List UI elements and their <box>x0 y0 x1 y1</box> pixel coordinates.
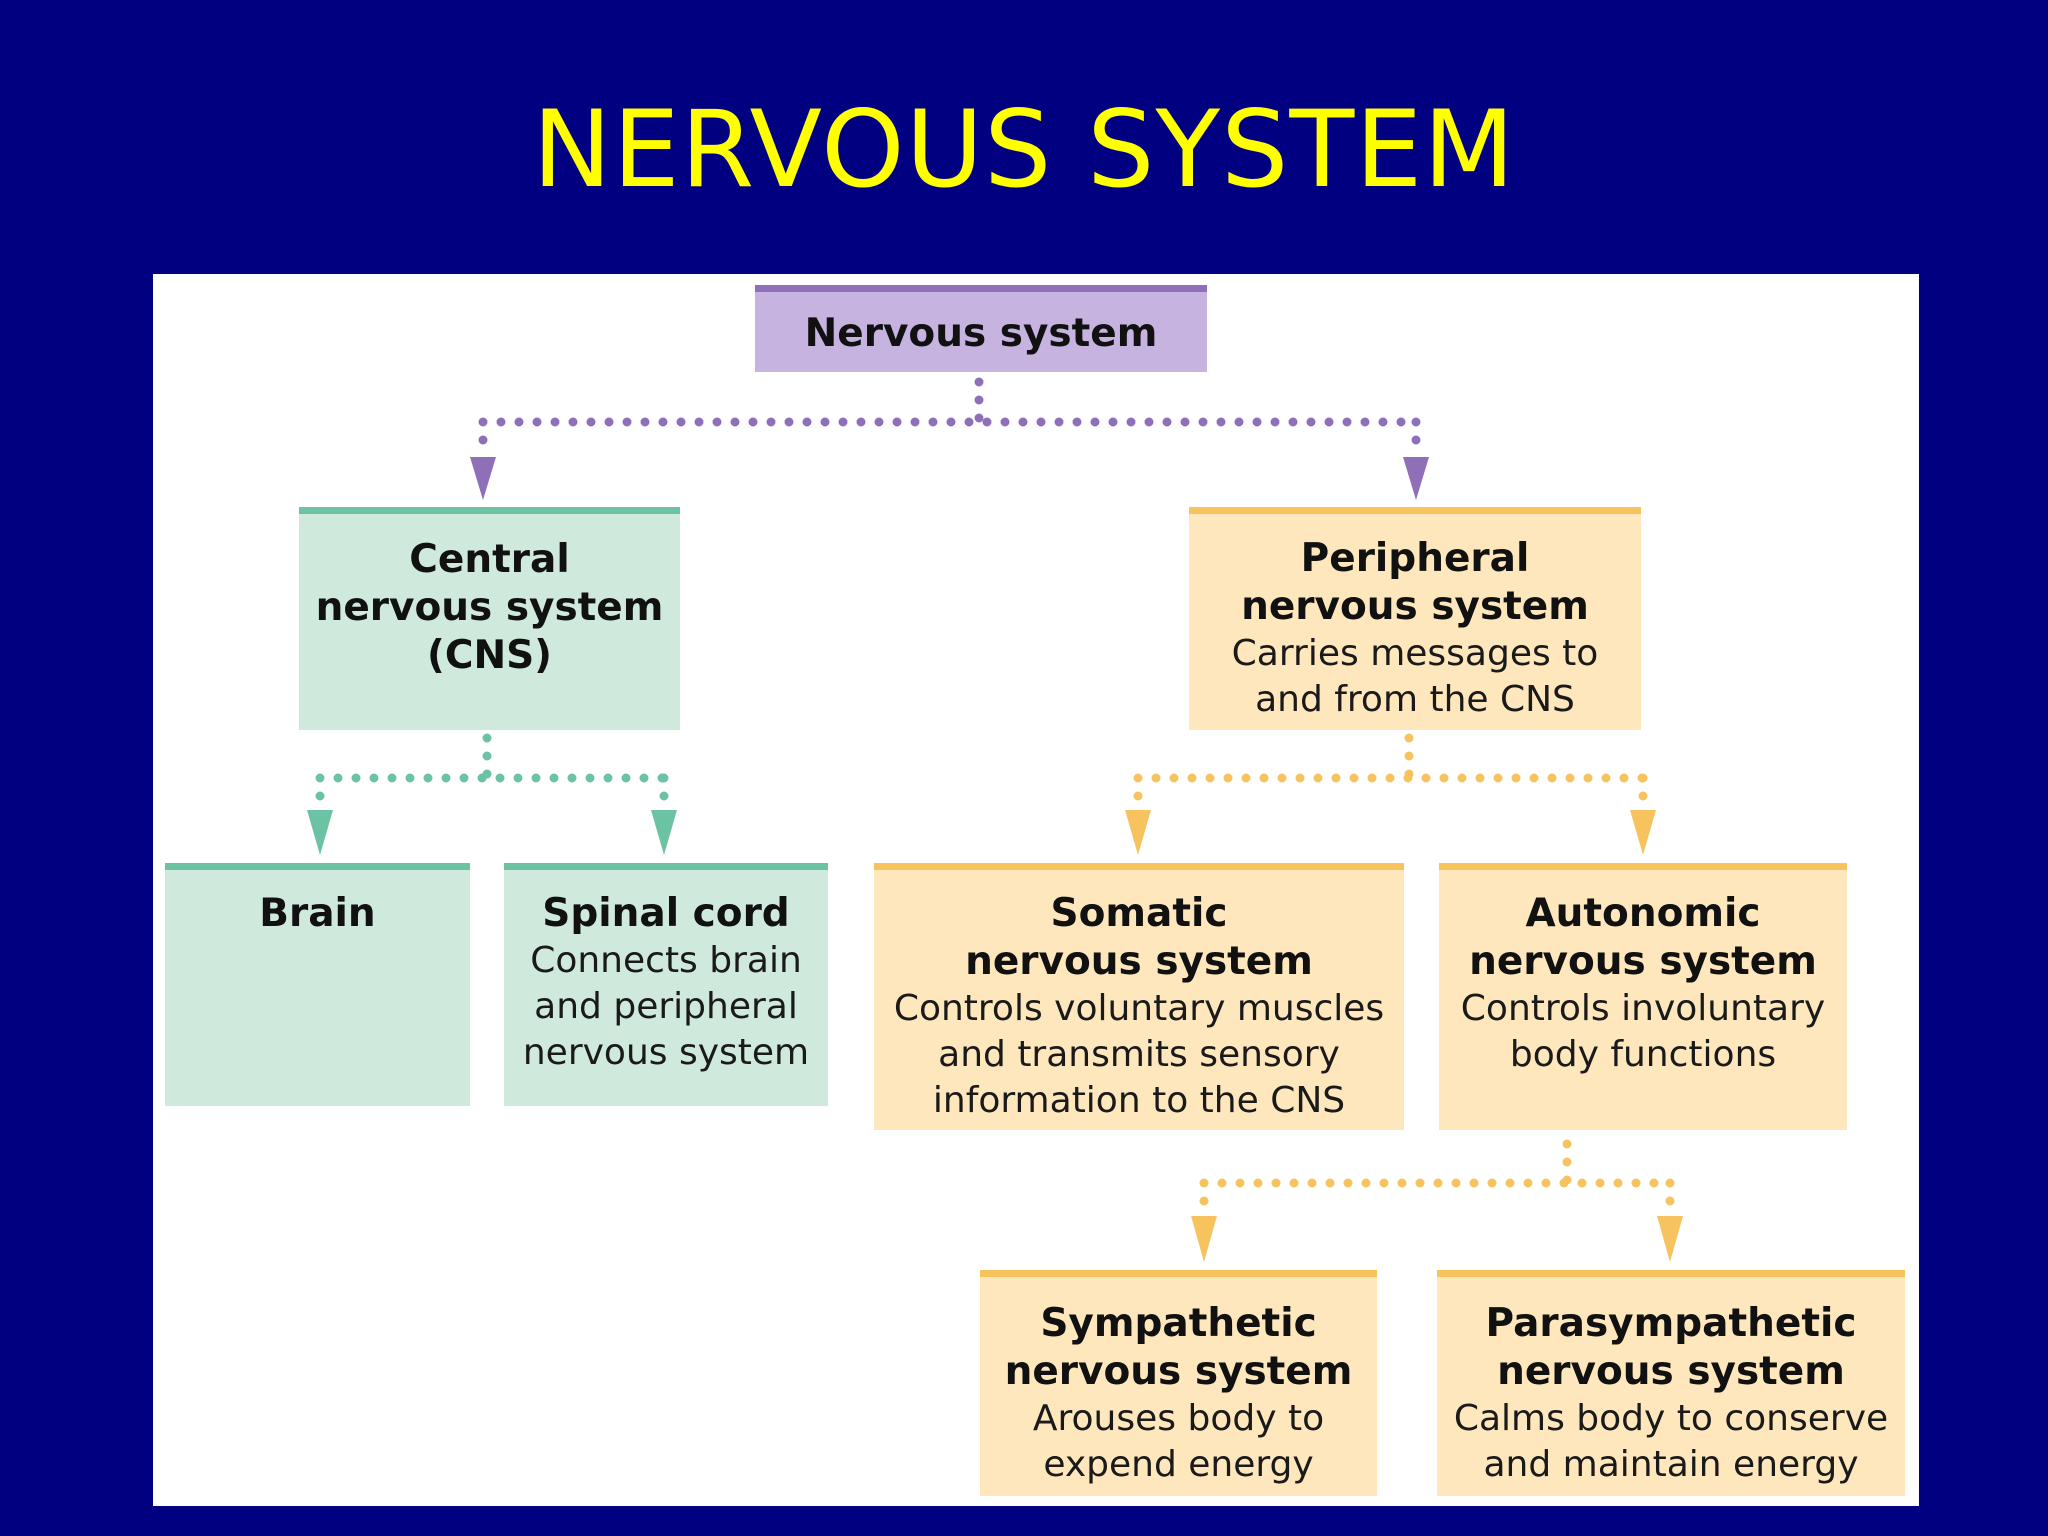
node-somatic-nervous-system: Somatic nervous system Controls voluntar… <box>874 863 1404 1130</box>
node-parasympathetic-head: Parasympathetic nervous system <box>1485 1301 1857 1394</box>
node-spinal-cord-head: Spinal cord <box>542 891 790 936</box>
node-autonomic-desc: Controls involuntary body functions <box>1460 988 1826 1075</box>
slide-title: NERVOUS SYSTEM <box>532 88 1516 211</box>
node-pns-head: Peripheral nervous system <box>1241 536 1589 629</box>
node-somatic-head: Somatic nervous system <box>965 891 1313 984</box>
node-autonomic-nervous-system: Autonomic nervous system Controls involu… <box>1439 863 1847 1130</box>
node-somatic-desc: Controls voluntary muscles and transmits… <box>893 988 1385 1121</box>
node-parasympathetic-nervous-system: Parasympathetic nervous system Calms bod… <box>1437 1270 1905 1496</box>
node-parasympathetic-desc: Calms body to conserve and maintain ener… <box>1453 1398 1889 1485</box>
node-central-nervous-system: Central nervous system (CNS) <box>299 507 680 730</box>
node-sympathetic-desc: Arouses body to expend energy <box>1032 1398 1325 1485</box>
node-sympathetic-head: Sympathetic nervous system <box>1004 1301 1353 1394</box>
node-brain: Brain <box>165 863 470 1106</box>
node-brain-head: Brain <box>259 891 376 936</box>
node-peripheral-nervous-system: Peripheral nervous system Carries messag… <box>1189 507 1641 730</box>
node-spinal-cord: Spinal cord Connects brain and periphera… <box>504 863 828 1106</box>
node-sympathetic-nervous-system: Sympathetic nervous system Arouses body … <box>980 1270 1377 1496</box>
node-cns-head: Central nervous system (CNS) <box>315 537 664 678</box>
node-spinal-cord-desc: Connects brain and peripheral nervous sy… <box>522 940 810 1073</box>
node-nervous-system-head: Nervous system <box>804 311 1158 356</box>
node-nervous-system: Nervous system <box>755 285 1207 372</box>
node-pns-desc: Carries messages to and from the CNS <box>1231 633 1599 720</box>
node-autonomic-head: Autonomic nervous system <box>1469 891 1817 984</box>
